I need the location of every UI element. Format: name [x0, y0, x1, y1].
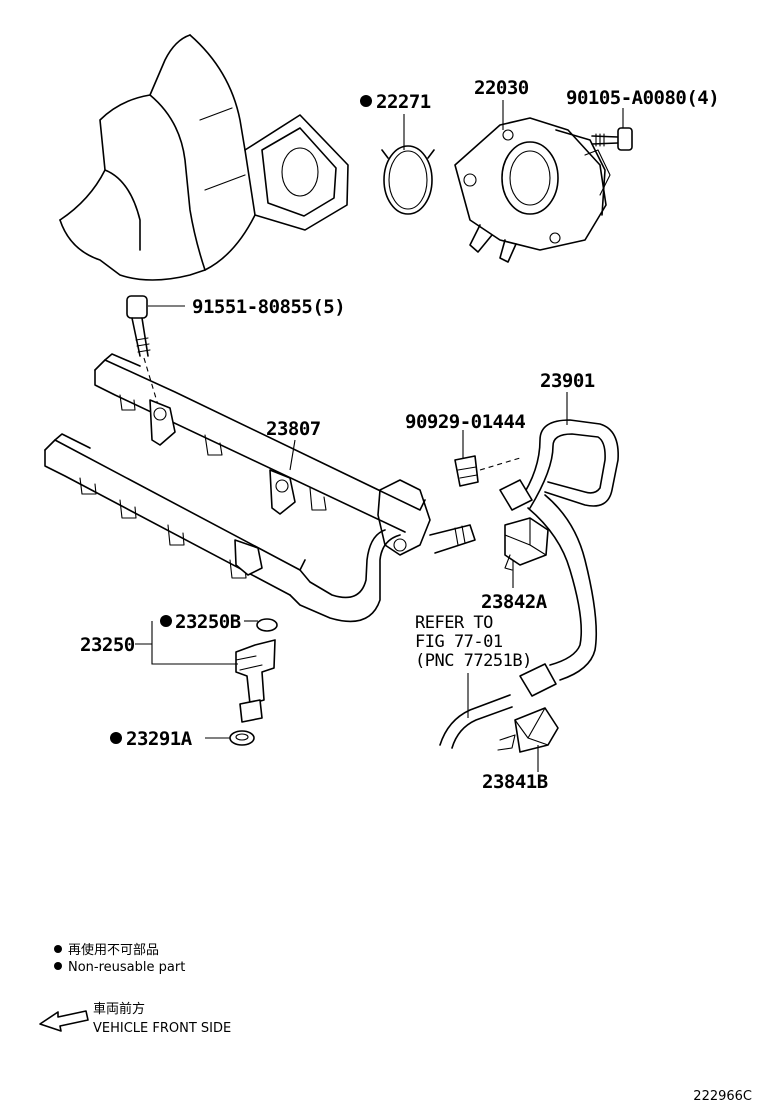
leader-lines: [135, 100, 624, 772]
callout-23842A: 23842A: [481, 591, 548, 613]
svg-text:22271: 22271: [376, 91, 431, 113]
legend-vehicle-front: 車両前方 VEHICLE FRONT SIDE: [39, 1001, 231, 1036]
gasket-22271-drawing: [381, 145, 435, 215]
callout-23291A: 23291A: [110, 728, 193, 750]
svg-text:再使用不可部品: 再使用不可部品: [68, 942, 159, 958]
callout-23841B: 23841B: [482, 771, 548, 793]
svg-text:車両前方: 車両前方: [93, 1001, 145, 1017]
clamp-23842A-drawing: [504, 517, 549, 571]
figure-number: 222966C: [693, 1089, 752, 1104]
svg-text:Non-reusable part: Non-reusable part: [68, 960, 185, 975]
callout-90929: 90929-01444: [405, 411, 525, 433]
referenced-pipe-drawing: [439, 694, 513, 749]
injector-23250-drawing: [229, 618, 278, 746]
callout-22030: 22030: [474, 77, 529, 99]
svg-text:VEHICLE FRONT SIDE: VEHICLE FRONT SIDE: [93, 1021, 231, 1036]
bolt-91551-drawing: [126, 295, 159, 406]
callout-23250B: 23250B: [160, 611, 241, 633]
reference-note: REFER TO FIG 77-01 (PNC 77251B): [415, 613, 532, 671]
legend-non-reusable: 再使用不可部品 Non-reusable part: [54, 942, 185, 975]
front-arrow-icon: [39, 1010, 89, 1032]
fuel-rail-upper-drawing: [94, 353, 476, 556]
intake-manifold-drawing: [59, 34, 349, 281]
svg-text:23291A: 23291A: [126, 728, 193, 750]
fuel-hose-23901-drawing: [499, 419, 619, 697]
callout-23807: 23807: [266, 418, 321, 440]
callout-23250: 23250: [80, 634, 135, 656]
clamp-23841B-drawing: [497, 707, 559, 753]
svg-text:FIG 77-01: FIG 77-01: [415, 632, 503, 652]
svg-text:(PNC 77251B): (PNC 77251B): [415, 651, 532, 671]
svg-text:23250B: 23250B: [175, 611, 241, 633]
callout-90105: 90105-A0080(4): [566, 87, 719, 109]
callout-91551: 91551-80855(5): [192, 296, 345, 318]
svg-text:REFER TO: REFER TO: [415, 613, 493, 633]
bolt-90105-drawing: [591, 127, 633, 151]
clip-90929-drawing: [454, 455, 521, 487]
fuel-rail-lower-drawing: [44, 433, 401, 623]
throttle-body-22030-drawing: [454, 117, 611, 263]
callout-23901: 23901: [540, 370, 595, 392]
callout-22271: 22271: [360, 91, 431, 113]
